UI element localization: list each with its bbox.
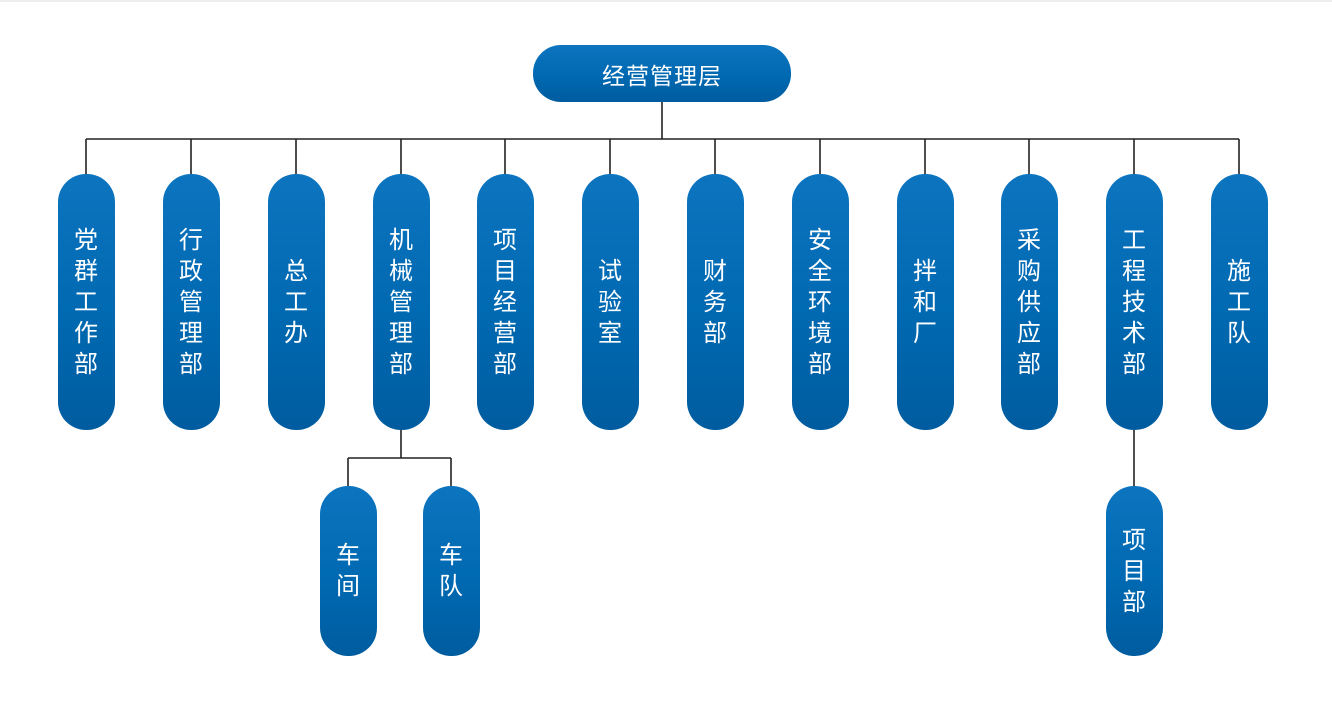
dept-node-project-ops-label: 项目经营部 — [493, 225, 517, 378]
dept-node-mixing[interactable]: 拌和厂 — [896, 174, 954, 430]
dept-node-mixing-label: 拌和厂 — [913, 256, 937, 347]
dept-node-general-office-label: 总工办 — [284, 256, 308, 347]
dept-node-admin-label: 行政管理部 — [179, 225, 203, 378]
dept-node-general-office[interactable]: 总工办 — [267, 174, 325, 430]
dept-node-finance-label: 财务部 — [703, 256, 727, 347]
dept-node-machinery[interactable]: 机械管理部 — [372, 174, 430, 430]
top-divider — [0, 0, 1332, 2]
dept-node-construction-label: 施工队 — [1227, 256, 1251, 347]
dept-node-party[interactable]: 党群工作部 — [57, 174, 115, 430]
dept-node-safety-label: 安全环境部 — [808, 225, 832, 378]
sub-node-workshop-label: 车间 — [336, 541, 360, 600]
dept-node-project-ops[interactable]: 项目经营部 — [476, 174, 534, 430]
dept-node-procurement-label: 采购供应部 — [1017, 225, 1041, 378]
dept-node-admin[interactable]: 行政管理部 — [162, 174, 220, 430]
dept-node-lab-label: 试验室 — [598, 256, 622, 347]
sub-node-project-dept-label: 项目部 — [1122, 525, 1146, 616]
sub-node-fleet-label: 车队 — [439, 541, 463, 600]
dept-node-engineering[interactable]: 工程技术部 — [1105, 174, 1163, 430]
sub-node-workshop[interactable]: 车间 — [319, 486, 377, 656]
sub-node-fleet[interactable]: 车队 — [422, 486, 480, 656]
root-node-label: 经营管理层 — [602, 63, 722, 90]
root-node-management[interactable]: 经营管理层 — [533, 45, 791, 102]
dept-node-construction[interactable]: 施工队 — [1210, 174, 1268, 430]
dept-node-finance[interactable]: 财务部 — [686, 174, 744, 430]
dept-node-lab[interactable]: 试验室 — [581, 174, 639, 430]
dept-node-machinery-label: 机械管理部 — [389, 225, 413, 378]
dept-node-procurement[interactable]: 采购供应部 — [1000, 174, 1058, 430]
dept-node-party-label: 党群工作部 — [74, 225, 98, 378]
sub-node-project-dept[interactable]: 项目部 — [1105, 486, 1163, 656]
dept-node-safety[interactable]: 安全环境部 — [791, 174, 849, 430]
dept-node-engineering-label: 工程技术部 — [1122, 225, 1146, 378]
